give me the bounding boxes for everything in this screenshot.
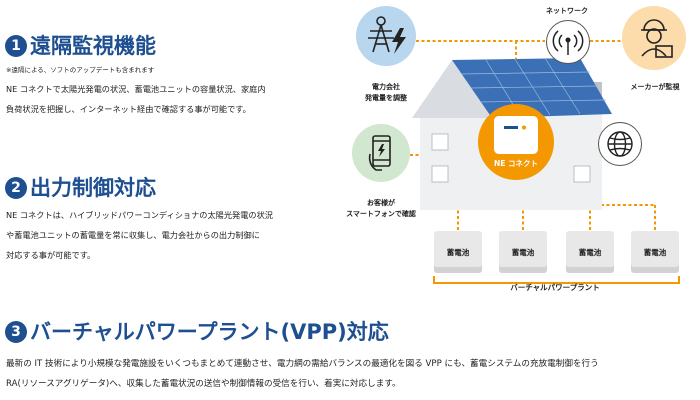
customer-label-line: お客様が [367, 199, 395, 207]
ne-connect-device: NE コネクト [478, 104, 554, 180]
customer-label-line: スマートフォンで確認 [346, 210, 416, 218]
battery-unit: 蓄電池 [499, 231, 547, 273]
section1-title: 遠隔監視機能 [30, 34, 156, 58]
section3-line: 最新の IT 技術により小規模な発電施設をいくつもまとめて連動させ、電力網の需給… [6, 359, 599, 369]
section2-description: NE コネクトは、ハイブリッドパワーコンディショナの太陽光発電の状況 や蓄電池ユ… [6, 205, 273, 265]
manufacturer-label: メーカーが監視 [630, 83, 680, 91]
globe-icon [607, 131, 633, 157]
battery-unit: 蓄電池 [434, 231, 482, 273]
customer-label: お客様が スマートフォンで確認 [334, 198, 428, 220]
section1-note: ※遠隔による、ソフトのアップデートも含まれます [6, 66, 155, 74]
section1-line: NE コネクトで太陽光発電の状況、蓄電池ユニットの容量状況、家庭内 [6, 84, 266, 94]
vpp-label: バーチャルパワープラント [510, 283, 600, 292]
router-device-graphic [494, 116, 538, 154]
power-company-label-line: 発電量を調整 [365, 94, 407, 102]
power-tower-lightning-icon [368, 16, 406, 54]
power-company-circle [356, 6, 416, 66]
network-label: ネットワーク [546, 7, 588, 15]
section3-line: RA(リソースアグリゲータ)へ、収集した蓄電状況の送信や制御情報の受信を行い、着… [6, 379, 401, 389]
network-circle [546, 20, 590, 64]
manufacturer-circle [622, 6, 686, 70]
section2-title: 出力制御対応 [30, 176, 156, 200]
section2-heading: 2 出力制御対応 [5, 176, 156, 200]
section3-description: 最新の IT 技術により小規模な発電施設をいくつもまとめて連動させ、電力網の需給… [6, 354, 599, 394]
section3-number-badge: 3 [5, 321, 27, 343]
power-company-label-line: 電力会社 [372, 83, 400, 91]
worker-laptop-icon [641, 19, 673, 58]
customer-circle [352, 124, 410, 182]
router-device-icon [494, 116, 538, 154]
ne-connect-label: NE コネクト [493, 159, 538, 168]
section1-line: 負荷状況を把握し、インターネット経由で確認する事が可能です。 [6, 104, 251, 114]
section2-line: や蓄電池ユニットの蓄電量を常に収集し、電力会社からの出力制御に [6, 230, 260, 240]
section1-description: NE コネクトで太陽光発電の状況、蓄電池ユニットの容量状況、家庭内 負荷状況を把… [6, 79, 266, 119]
internet-circle [598, 122, 642, 166]
section2-line: NE コネクトは、ハイブリッドパワーコンディショナの太陽光発電の状況 [6, 210, 273, 220]
section2-number-badge: 2 [5, 177, 27, 199]
battery-unit: 蓄電池 [566, 231, 614, 273]
wireless-antenna-icon [552, 30, 584, 55]
section1-heading: 1 遠隔監視機能 [5, 34, 156, 58]
battery-unit: 蓄電池 [631, 231, 679, 273]
section2-line: 対応する事が可能です。 [6, 250, 96, 260]
smartphone-icon [368, 135, 391, 171]
section3-title: バーチャルパワープラント(VPP)対応 [30, 320, 389, 344]
power-company-label: 電力会社 発電量を調整 [356, 82, 416, 104]
section3-heading: 3 バーチャルパワープラント(VPP)対応 [5, 320, 389, 344]
section1-number-badge: 1 [5, 35, 27, 57]
